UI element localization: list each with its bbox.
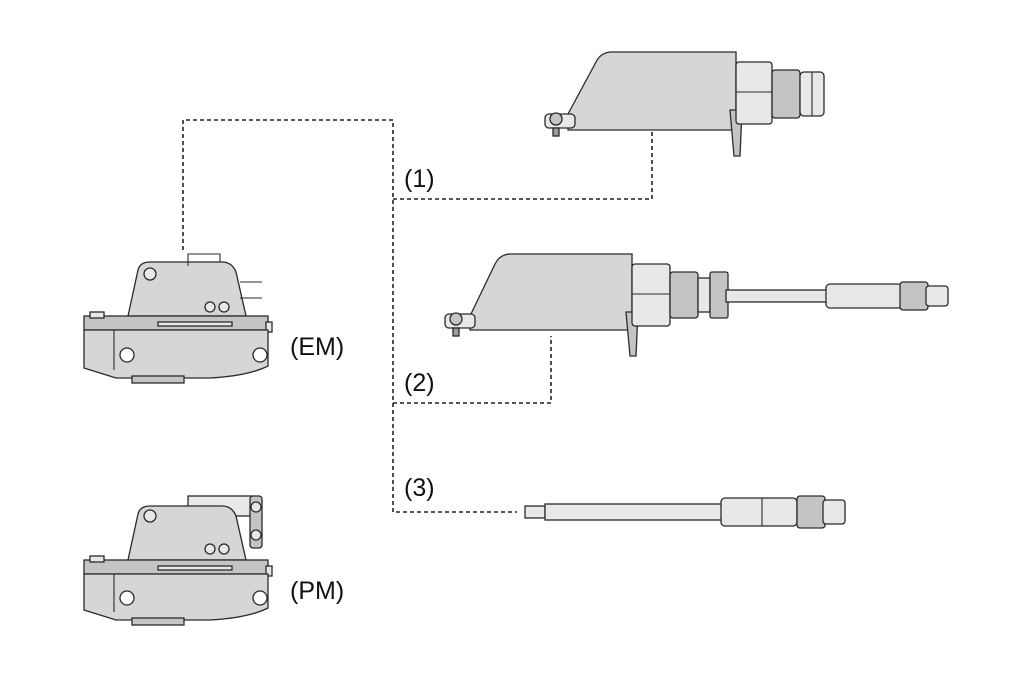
em-device bbox=[83, 253, 273, 384]
option-3-cable-plug bbox=[524, 495, 846, 529]
connector-lines bbox=[182, 119, 653, 513]
label-option-2: (2) bbox=[404, 369, 435, 397]
label-pm: (PM) bbox=[290, 577, 344, 605]
connector-line-option-1 bbox=[393, 131, 653, 200]
pm-device bbox=[83, 495, 273, 626]
option-2-housing-with-cable-plug bbox=[444, 253, 949, 357]
connector-line-em-to-trunk bbox=[182, 119, 517, 513]
label-option-1: (1) bbox=[404, 165, 435, 193]
label-em: (EM) bbox=[290, 333, 344, 361]
option-1-housing-with-gland bbox=[544, 51, 825, 157]
connector-line-option-2 bbox=[393, 336, 552, 404]
label-option-3: (3) bbox=[404, 474, 435, 502]
